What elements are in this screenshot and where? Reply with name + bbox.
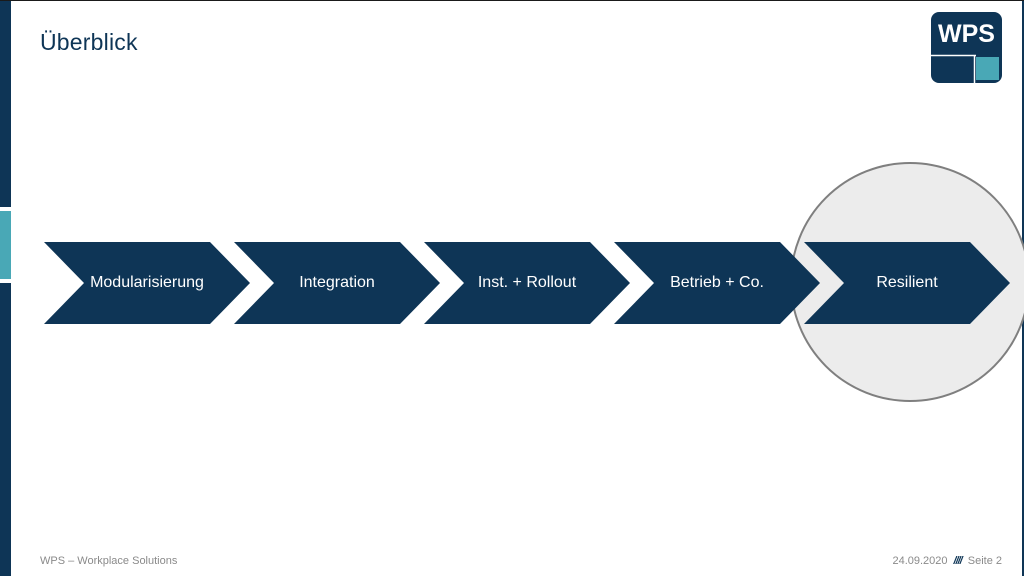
footer-company: WPS – Workplace Solutions bbox=[40, 555, 178, 567]
step-label-integration: Integration bbox=[299, 274, 375, 291]
step-chevron-modularisierung bbox=[44, 242, 250, 324]
step-chevron-resilient bbox=[804, 242, 1010, 324]
wps-logo: WPS bbox=[931, 12, 1002, 83]
step-chevron-integration bbox=[234, 242, 440, 324]
step-label-betrieb: Betrieb + Co. bbox=[670, 274, 764, 291]
footer-separator: //// bbox=[953, 555, 963, 567]
footer-meta: 24.09.2020 //// Seite 2 bbox=[892, 555, 1002, 567]
step-label-modularisierung: Modularisierung bbox=[90, 274, 204, 291]
footer-page-number: Seite 2 bbox=[967, 555, 1002, 567]
footer-date: 24.09.2020 bbox=[892, 555, 948, 567]
wps-logo-text: WPS bbox=[938, 20, 995, 48]
left-rail bbox=[0, 1, 11, 576]
step-label-inst-rollout: Inst. + Rollout bbox=[477, 274, 577, 291]
wps-logo-accent-square bbox=[976, 57, 999, 80]
step-chevron-inst-rollout bbox=[424, 242, 630, 324]
step-chevron-betrieb bbox=[614, 242, 820, 324]
step-label-resilient: Resilient bbox=[876, 274, 938, 291]
slide-title: Überblick bbox=[40, 29, 138, 55]
left-rail-accent bbox=[0, 211, 11, 279]
